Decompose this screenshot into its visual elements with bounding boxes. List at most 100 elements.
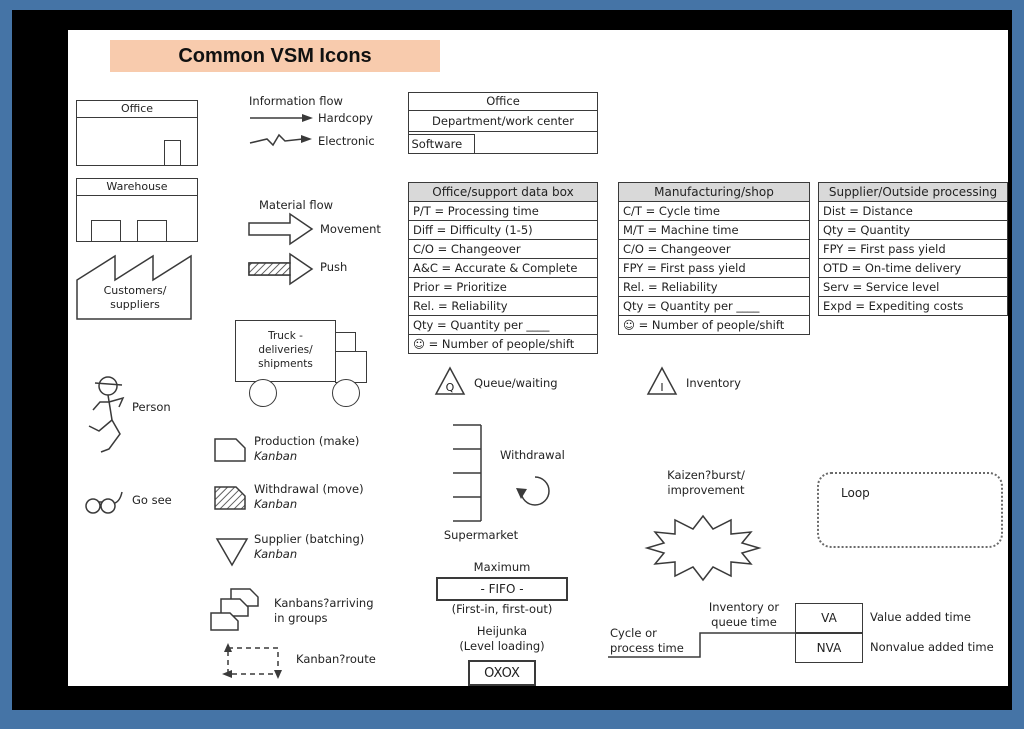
table-row: Expd = Expediting costs [823, 299, 964, 313]
push-label: Push [320, 260, 348, 274]
truck-wheel-right [332, 379, 360, 407]
supermarket-icon [453, 424, 482, 522]
table-row: A&C = Accurate & Complete [409, 259, 597, 278]
truck-cab [334, 351, 367, 383]
kanban-stack-icon [210, 588, 259, 631]
nva-label: Nonvalue added time [870, 640, 994, 654]
title-banner: Common VSM Icons [110, 40, 440, 72]
table-row: Rel. = Reliability [619, 278, 809, 297]
movement-arrow [248, 212, 314, 246]
table-row: Dist = Distance [819, 202, 1007, 221]
queue-triangle-icon: Q [434, 366, 466, 395]
table-row: Qty = Quantity [819, 221, 1007, 240]
table-row: Serv = Service level [819, 278, 1007, 297]
office-building-label: Office [77, 101, 197, 118]
information-flow-title: Information flow [249, 94, 343, 108]
cycle-time-label: Cycle or process time [610, 626, 684, 655]
withdrawal-label: Withdrawal [500, 448, 565, 462]
manufacturing-header: Manufacturing/shop [619, 183, 809, 202]
circular-arrow-icon [516, 476, 550, 506]
push-arrow-icon [248, 252, 314, 286]
factory-icon [76, 254, 192, 320]
heijunka-box: OXOX [468, 660, 536, 686]
table-row: Rel. = Reliability [409, 297, 597, 316]
inventory-symbol: I [646, 366, 678, 396]
truck-group: Truck - deliveries/ shipments [235, 320, 380, 425]
timeline-step [608, 630, 798, 660]
customers-suppliers-factory: Customers/ suppliers [76, 248, 196, 320]
table-row: C/O = Changeover [619, 240, 809, 259]
fifo-lane-box: - FIFO - [436, 577, 568, 601]
nva-box: NVA [795, 632, 863, 663]
go-see-label: Go see [132, 493, 172, 507]
kanban-route-box [220, 642, 286, 680]
table-row: Qty = Quantity per ____ [409, 316, 597, 335]
supplier-kanban-icon [215, 538, 249, 567]
svg-text:I: I [660, 381, 663, 394]
kanban-route-label: Kanban?route [296, 652, 376, 666]
table-row: FPY = First pass yield [619, 259, 809, 278]
truck-wheel-left [249, 379, 277, 407]
va-label: Value added time [870, 610, 971, 624]
office-building-icon: Office [76, 100, 198, 166]
withdrawal-arrow [514, 468, 558, 512]
kaizen-burst [644, 512, 762, 584]
person-figure [86, 374, 138, 454]
office-support-header: Office/support data box [409, 183, 597, 202]
person-icon [88, 376, 125, 453]
warehouse-door-2 [137, 220, 167, 241]
production-kanban-icon [214, 438, 246, 462]
kanban-route-icon [222, 643, 282, 679]
movement-label: Movement [320, 222, 381, 236]
production-kanban-card [214, 438, 246, 462]
warehouse-label: Warehouse [77, 179, 197, 196]
queue-symbol: Q [434, 366, 466, 396]
table-row: Diff = Difficulty (1-5) [409, 221, 597, 240]
supplier-outside-header: Supplier/Outside processing [819, 183, 1007, 202]
glasses-icon [85, 491, 123, 514]
heijunka-label-2: (Level loading) [459, 639, 545, 653]
table-row: FPY = First pass yield [819, 240, 1007, 259]
heijunka-label-1: Heijunka [476, 624, 528, 638]
office-door [164, 140, 181, 165]
queue-label: Queue/waiting [474, 376, 558, 390]
fifo-sub-label: (First-in, first-out) [451, 602, 553, 616]
supermarket-symbol [453, 424, 483, 522]
customers-suppliers-label: Customers/ suppliers [103, 284, 167, 311]
timeline-step-line-icon [608, 632, 796, 658]
table-row: ☺ = Number of people/shift [623, 318, 785, 332]
production-kanban-label: Production (make) Kanban [254, 434, 360, 463]
movement-arrow-icon [248, 212, 314, 246]
va-box: VA [795, 603, 863, 633]
table-row: Prior = Prioritize [409, 278, 597, 297]
kanban-groups-label: Kanbans?arriving in groups [274, 596, 374, 625]
hardcopy-label: Hardcopy [318, 111, 373, 125]
table-row: OTD = On-time delivery [819, 259, 1007, 278]
electronic-label: Electronic [318, 134, 375, 148]
table-row: C/O = Changeover [409, 240, 597, 259]
electronic-arrow-icon [249, 133, 312, 147]
withdrawal-kanban-icon [214, 486, 246, 510]
loop-label: Loop [841, 486, 870, 500]
page-title: Common VSM Icons [178, 44, 372, 67]
supplier-kanban-label: Supplier (batching) Kanban [254, 532, 365, 561]
fifo-max-label: Maximum [473, 560, 531, 574]
svg-text:Q: Q [446, 381, 455, 394]
vsm-icons-sheet: Common VSM Icons Office Warehouse Custom… [68, 30, 1008, 686]
supermarket-label: Supermarket [443, 528, 519, 542]
table-row: C/T = Cycle time [619, 202, 809, 221]
table-row: P/T = Processing time [409, 202, 597, 221]
electronic-arrow [249, 132, 314, 148]
manufacturing-data-box: Manufacturing/shop C/T = Cycle time M/T … [618, 182, 810, 335]
material-flow-title: Material flow [258, 198, 334, 212]
warehouse-door-1 [91, 220, 121, 241]
office-support-data-box: Office/support data box P/T = Processing… [408, 182, 598, 354]
withdrawal-kanban-card [214, 486, 246, 510]
office-process-dept: Department/work center [409, 111, 597, 132]
person-label: Person [132, 400, 171, 414]
kaizen-label: Kaizen?burst/ improvement [667, 468, 745, 497]
table-row: Qty = Quantity per ____ [619, 297, 809, 316]
push-arrow [248, 252, 314, 286]
supplier-kanban-triangle [215, 538, 249, 567]
inventory-queue-time-label: Inventory or queue time [708, 600, 780, 629]
